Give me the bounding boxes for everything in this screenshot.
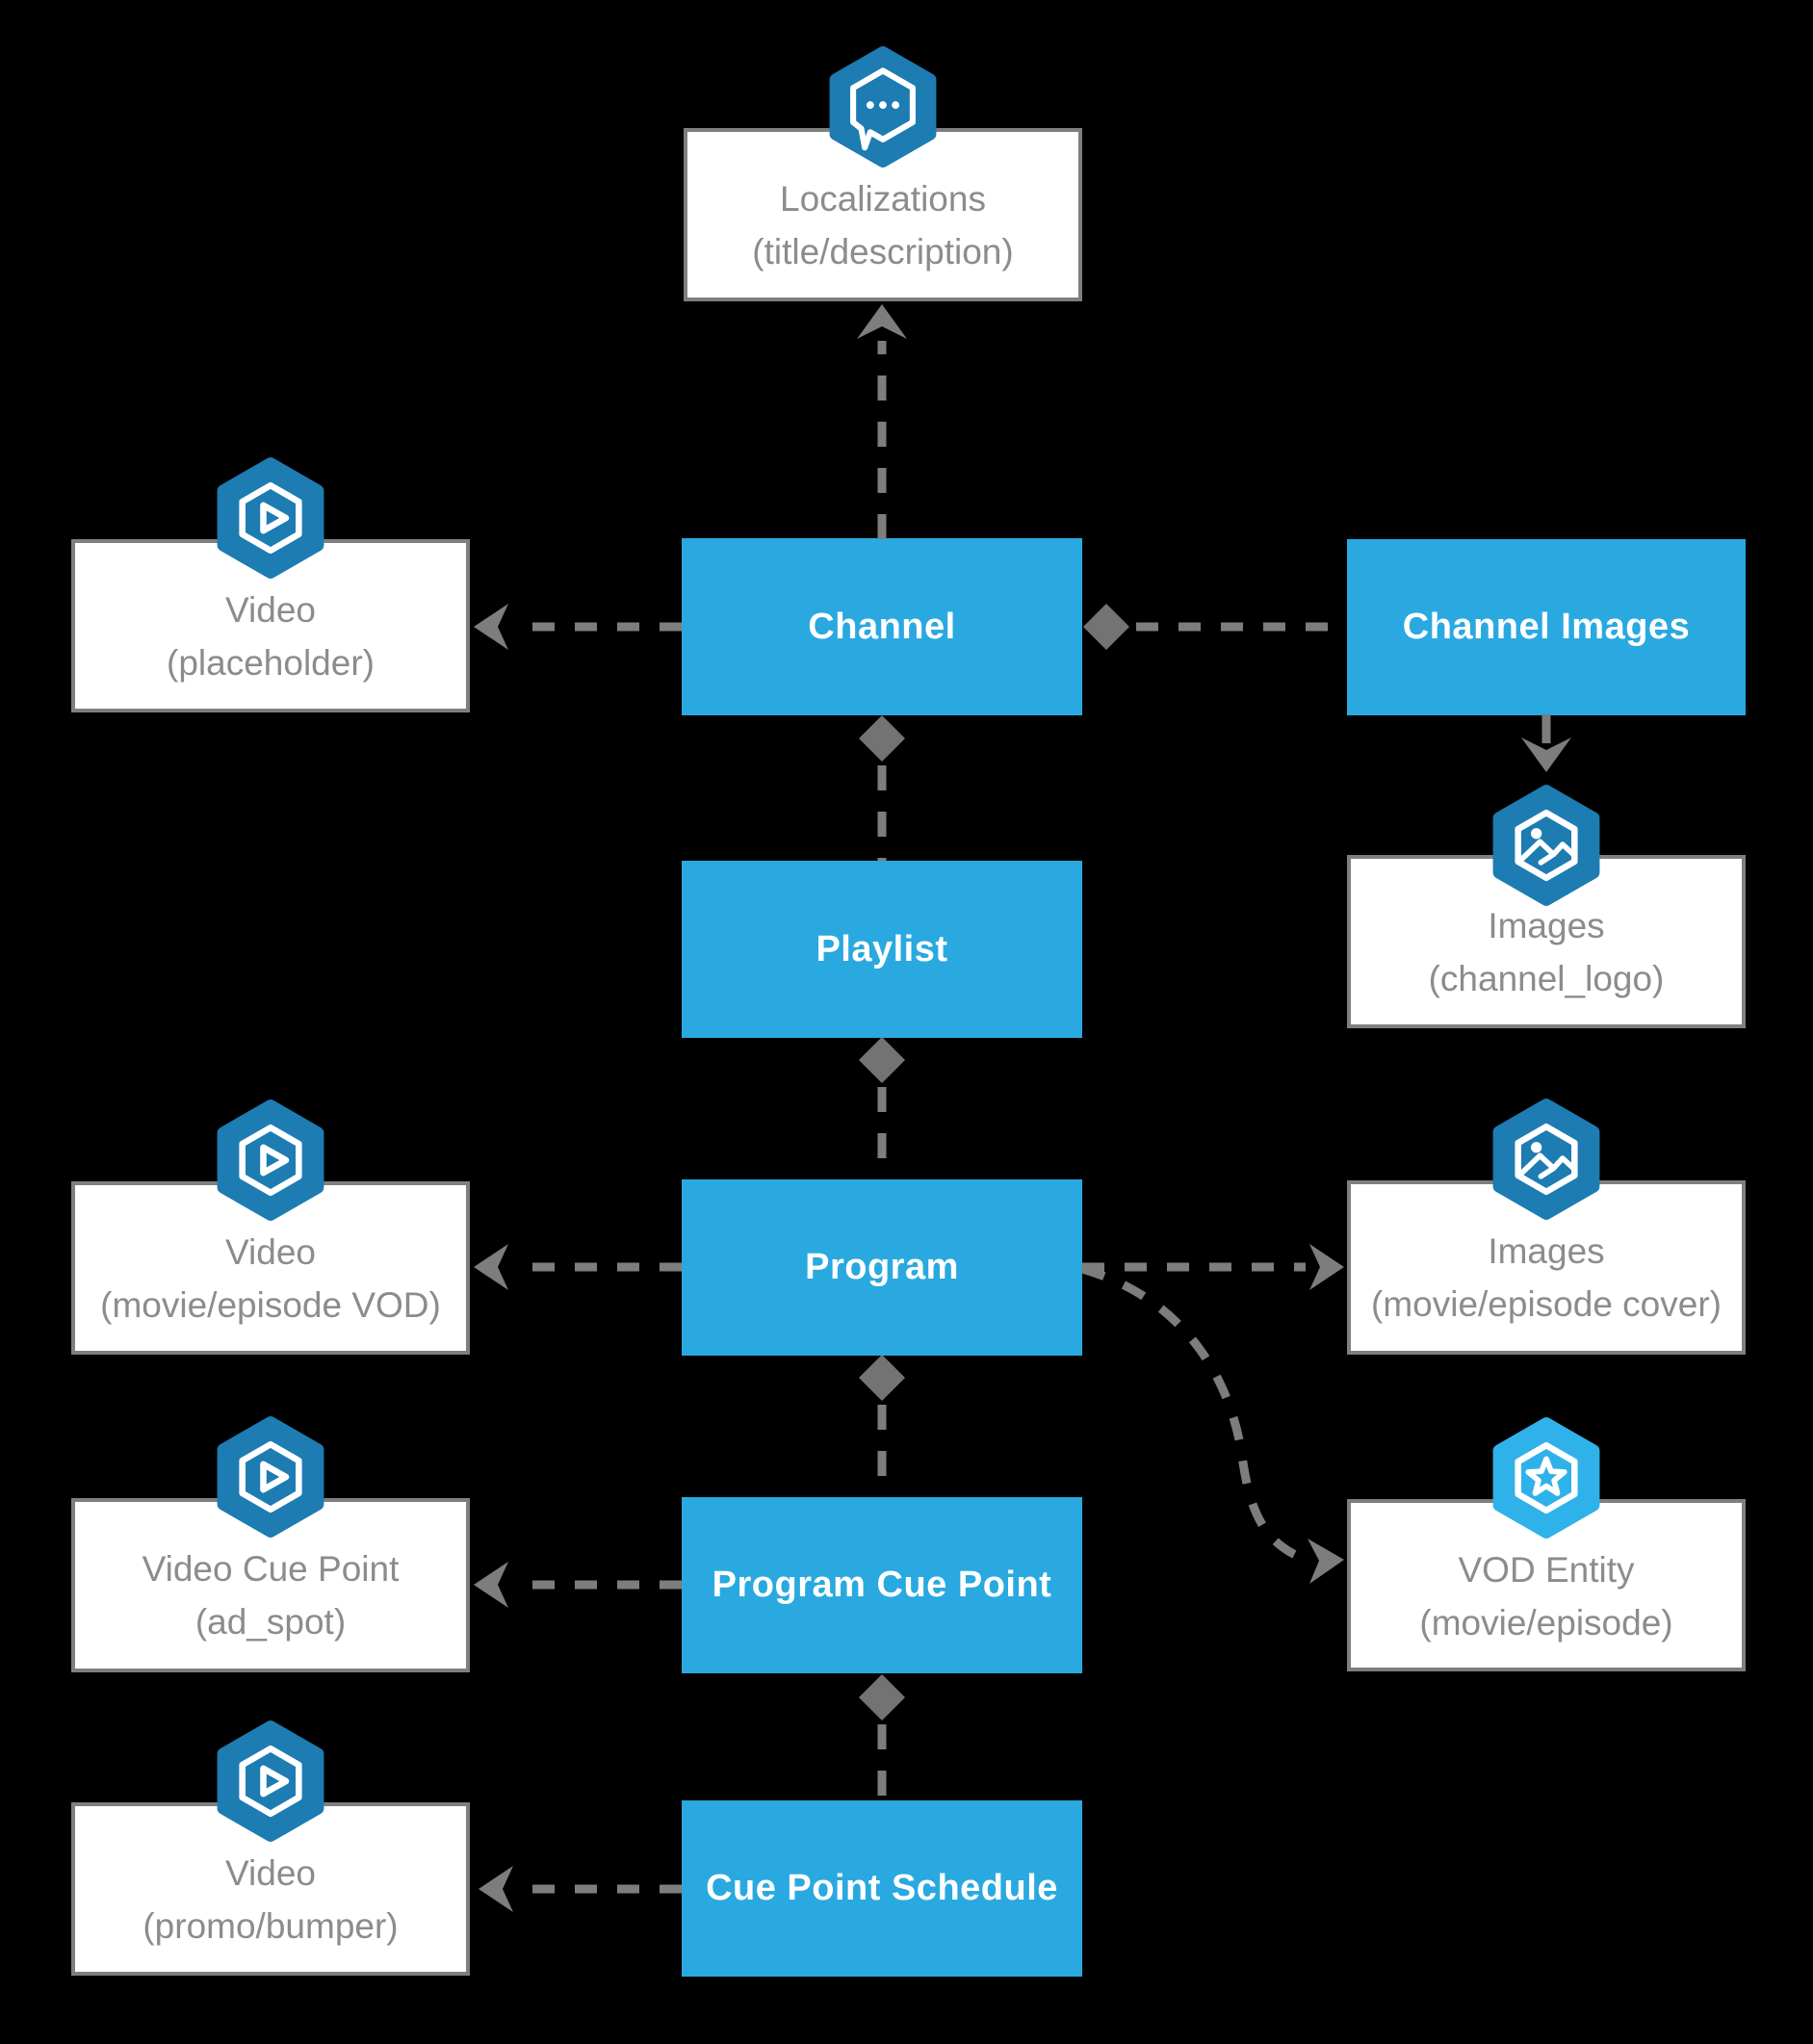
node-images-movie-episode-cover: Images (movie/episode cover) xyxy=(1347,1180,1746,1355)
node-video-placeholder: Video (placeholder) xyxy=(71,539,470,712)
connector-program-video-vod xyxy=(474,1244,682,1290)
video-icon xyxy=(211,1095,330,1226)
connector-program-cue-point-schedule xyxy=(859,1674,905,1800)
chat-icon xyxy=(823,41,943,172)
node-subtitle: (placeholder) xyxy=(167,643,375,683)
node-cue-point-schedule: Cue Point Schedule xyxy=(682,1800,1082,1977)
node-title: Video xyxy=(225,1232,316,1272)
node-title: Images xyxy=(1488,1231,1605,1271)
node-label: Program xyxy=(805,1247,959,1287)
node-label: Channel xyxy=(808,606,956,647)
node-label: Program Cue Point xyxy=(712,1565,1052,1605)
connector-program-program-cue-point xyxy=(859,1355,905,1497)
connector-channel-playlist xyxy=(859,715,905,861)
node-title: Images xyxy=(1488,906,1605,945)
node-localizations: Localizations (title/description) xyxy=(684,128,1082,301)
connector-channel-video-placeholder xyxy=(474,604,682,650)
node-playlist: Playlist xyxy=(682,861,1082,1038)
node-subtitle: (movie/episode) xyxy=(1419,1603,1673,1643)
connector-playlist-program xyxy=(859,1037,905,1179)
node-subtitle: (promo/bumper) xyxy=(142,1906,399,1946)
node-label: Channel Images xyxy=(1402,607,1691,647)
connector-program-cue-point-video-cue-point xyxy=(474,1562,682,1608)
connector-program-vod-entity xyxy=(1080,1264,1344,1584)
node-subtitle: (movie/episode cover) xyxy=(1371,1284,1722,1324)
node-program-cue-point: Program Cue Point xyxy=(682,1497,1082,1673)
node-video-cue-point: Video Cue Point (ad_spot) xyxy=(71,1498,470,1672)
node-label: Cue Point Schedule xyxy=(706,1868,1058,1908)
node-title: Localizations xyxy=(780,179,986,219)
connector-program-images-cover xyxy=(1082,1244,1344,1290)
node-video-promo-bumper: Video (promo/bumper) xyxy=(71,1802,470,1976)
node-title: Video Cue Point xyxy=(142,1549,400,1589)
node-subtitle: (movie/episode VOD) xyxy=(100,1285,441,1325)
node-subtitle: (title/description) xyxy=(752,232,1014,272)
video-icon xyxy=(211,453,330,583)
connector-channel-channel-images xyxy=(1083,604,1347,650)
node-vod-entity: VOD Entity (movie/episode) xyxy=(1347,1499,1746,1671)
node-program: Program xyxy=(682,1179,1082,1356)
connector-channel-images-logo xyxy=(1521,714,1571,772)
node-channel: Channel xyxy=(682,538,1082,715)
video-icon xyxy=(211,1716,330,1847)
connector-schedule-video-promo xyxy=(479,1866,682,1912)
star-icon xyxy=(1487,1412,1606,1543)
node-video-movie-episode-vod: Video (movie/episode VOD) xyxy=(71,1181,470,1355)
images-icon xyxy=(1487,780,1606,911)
video-icon xyxy=(211,1411,330,1542)
node-title: Video xyxy=(225,1853,316,1893)
node-title: VOD Entity xyxy=(1458,1550,1635,1590)
node-images-channel-logo: Images (channel_logo) xyxy=(1347,855,1746,1028)
node-title: Video xyxy=(225,590,316,630)
connector-channel-localizations xyxy=(857,304,907,539)
images-icon xyxy=(1487,1094,1606,1225)
node-label: Playlist xyxy=(816,928,948,970)
node-subtitle: (channel_logo) xyxy=(1428,959,1665,998)
node-channel-images: Channel Images xyxy=(1347,539,1746,715)
node-subtitle: (ad_spot) xyxy=(194,1602,347,1642)
